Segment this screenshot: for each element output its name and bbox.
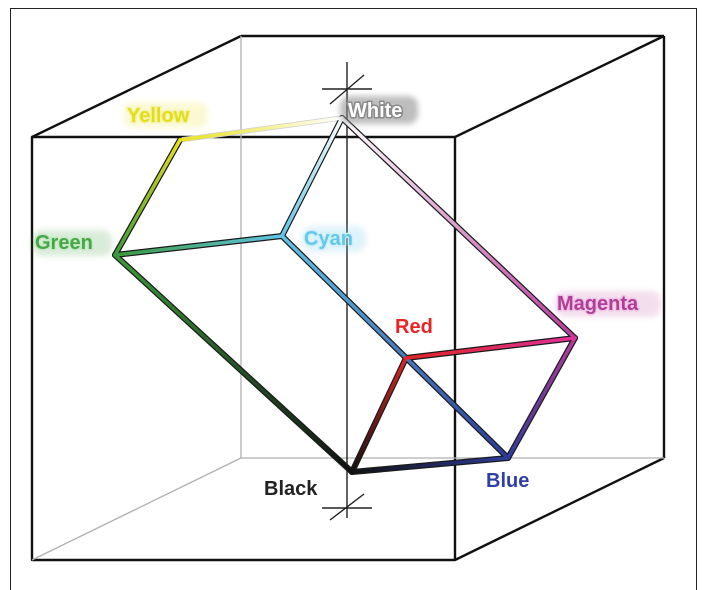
edge-cyan-blue — [280, 234, 510, 460]
cube-top-right-edge — [454, 34, 665, 139]
edge-yellow-green — [113, 138, 182, 257]
edge-red-magenta — [404, 336, 577, 360]
edge-white-yellow — [178, 116, 344, 142]
label-cyan: Cyan — [304, 228, 353, 250]
edge-white-cyan — [280, 116, 344, 238]
edge-green-black — [113, 253, 354, 474]
hidden-left-bottom-edge — [31, 457, 242, 561]
label-black: Black — [264, 478, 318, 500]
label-white: White — [348, 100, 402, 122]
edge-white-magenta — [340, 116, 577, 340]
outer-cube — [30, 34, 666, 562]
figure-frame — [10, 8, 697, 590]
edge-green-cyan — [113, 234, 284, 257]
axis-top-slash — [329, 74, 365, 105]
gray-axis — [322, 62, 372, 521]
cube-top-left-edge — [31, 34, 242, 139]
label-blue: Blue — [486, 470, 529, 492]
rgb-cube-edges — [113, 116, 577, 474]
label-green: Green — [35, 232, 93, 254]
cube-front-face — [30, 135, 457, 562]
label-red: Red — [395, 316, 433, 338]
edge-black-red — [350, 356, 408, 474]
edge-black-blue — [350, 456, 510, 474]
axis-bottom-slash — [329, 493, 365, 521]
cube-bottom-right-edge — [454, 456, 665, 562]
label-yellow: Yellow — [127, 105, 190, 127]
label-magenta: Magenta — [557, 293, 639, 315]
label-halos — [32, 96, 661, 317]
vertex-labels: Yellow White Green Cyan Magenta Red Blue… — [34, 99, 641, 501]
rgb-cube-outline — [112, 115, 578, 475]
edge-magenta-blue — [506, 336, 577, 460]
hidden-cube-edges — [31, 36, 664, 561]
